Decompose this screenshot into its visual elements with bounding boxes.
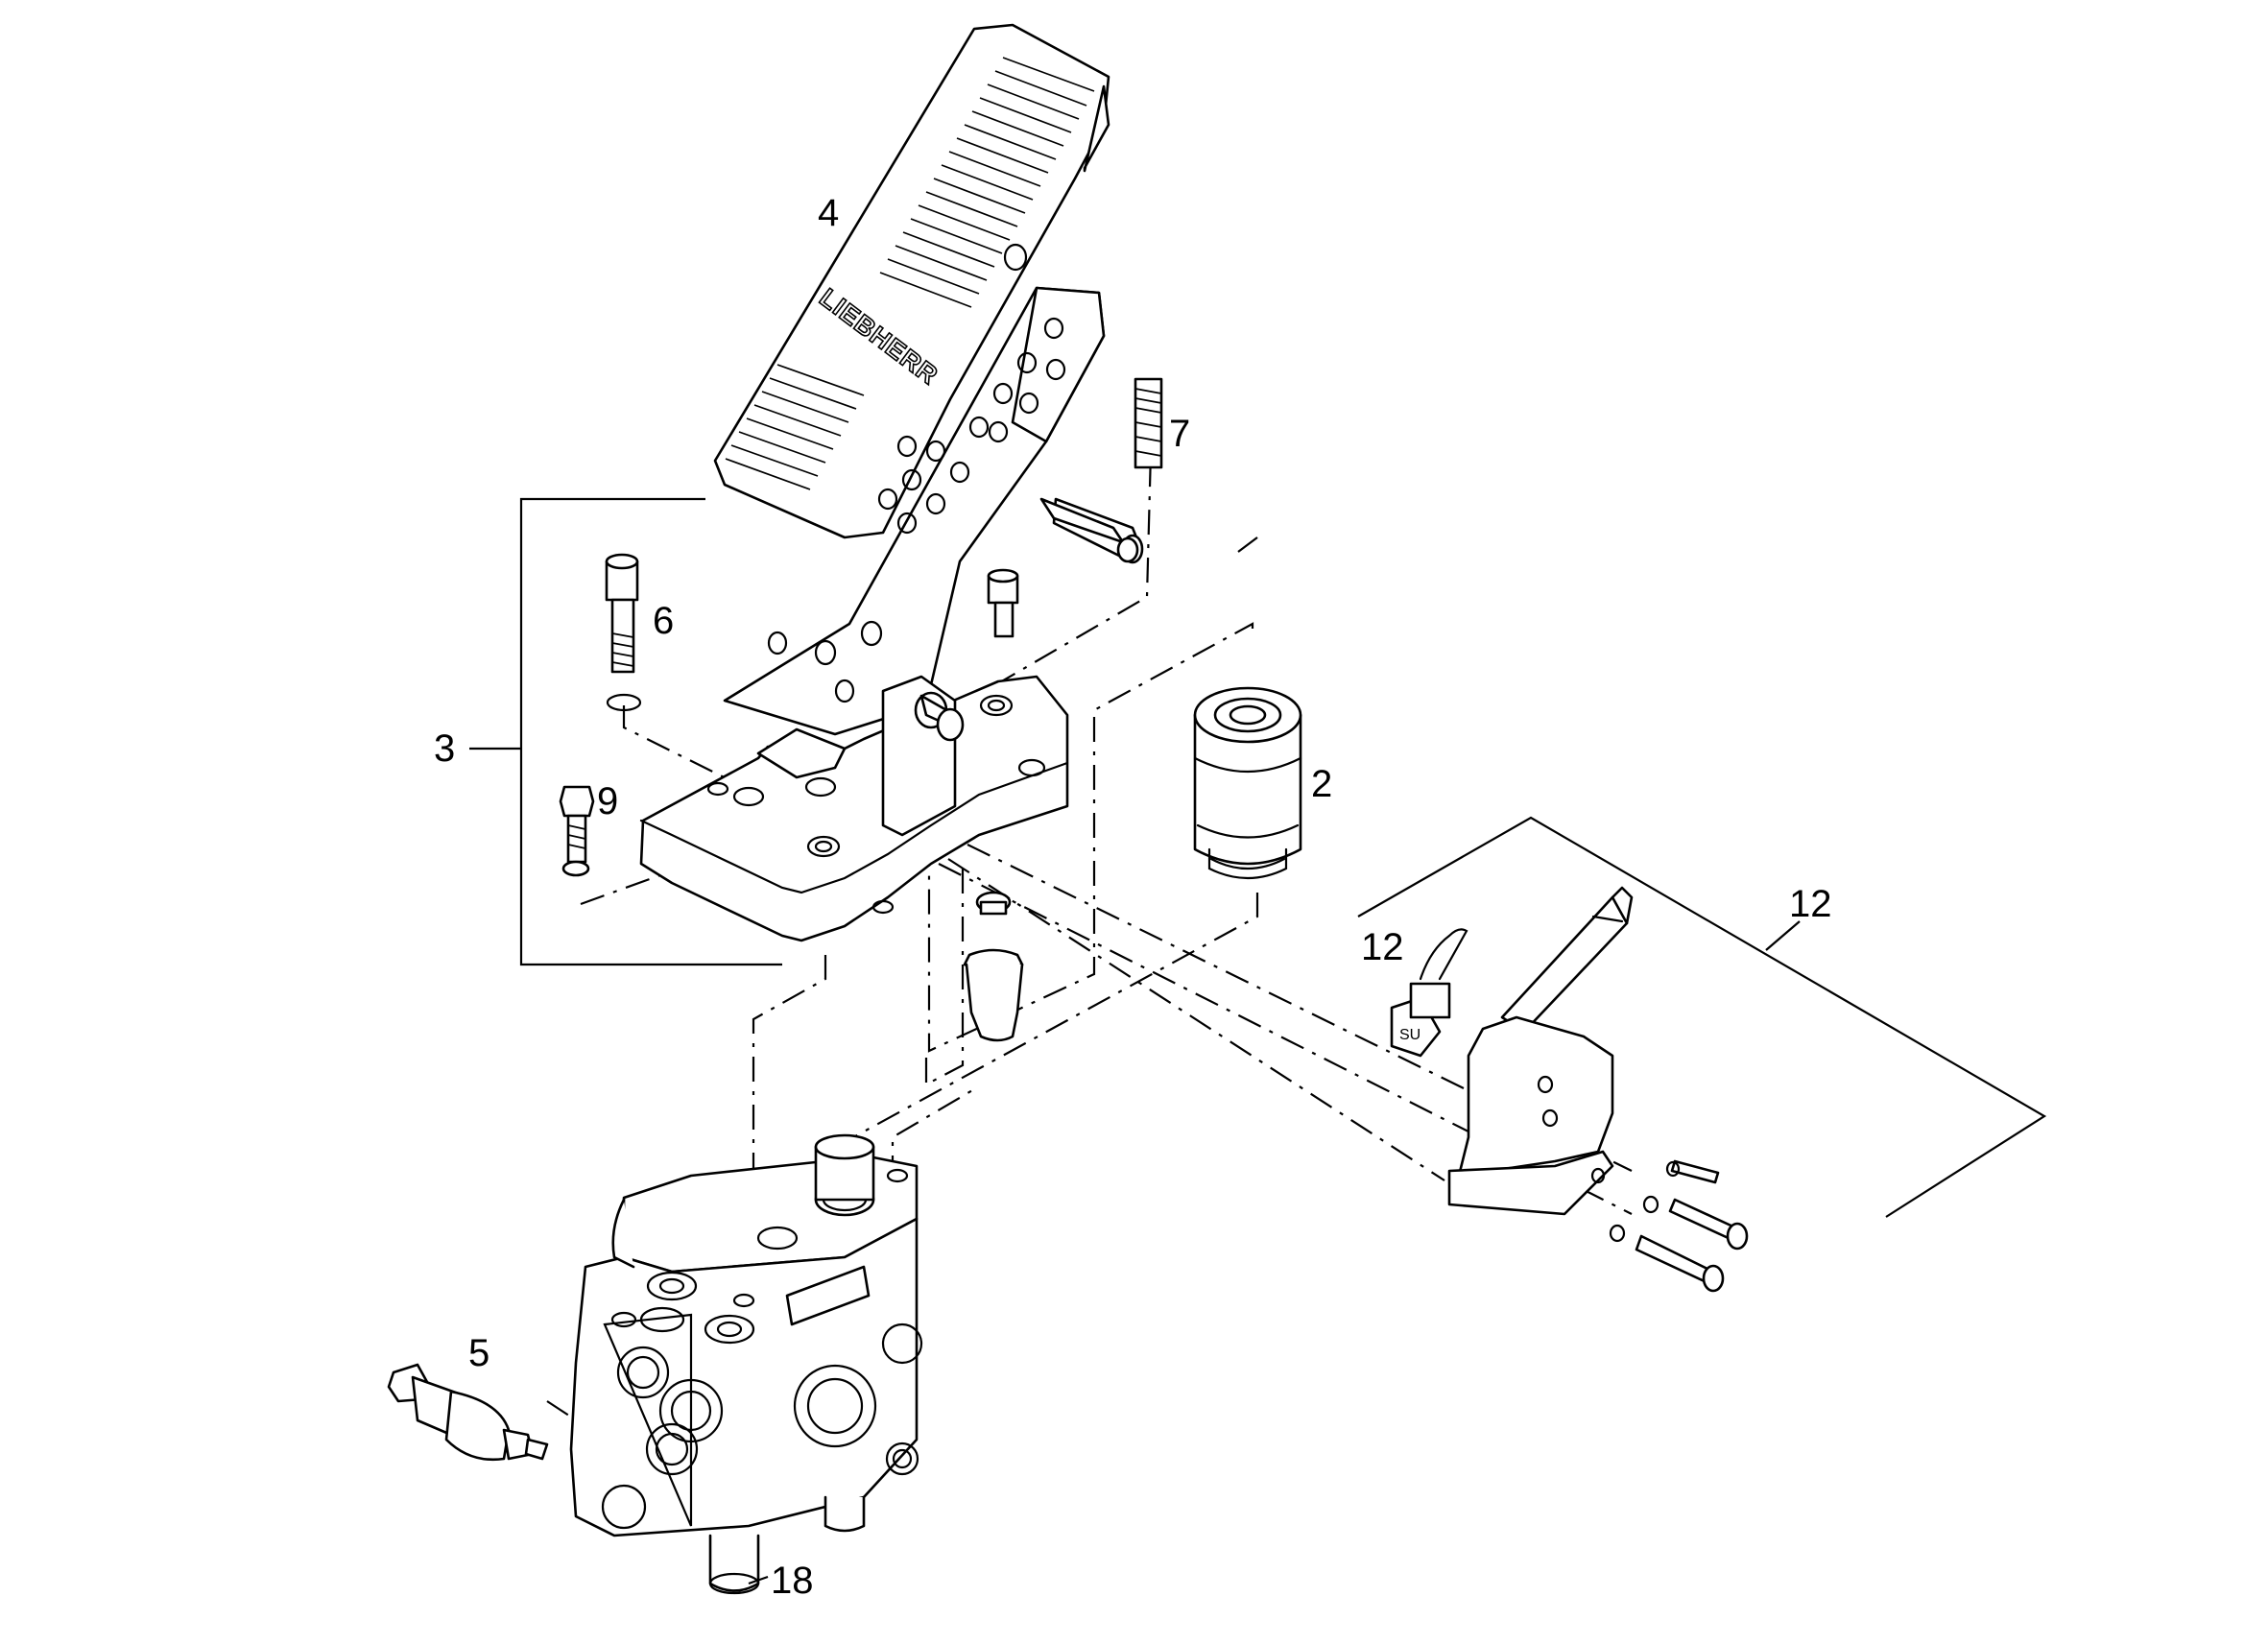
stud-part-7 bbox=[1039, 377, 1163, 563]
valve-block-part-18 bbox=[569, 1133, 923, 1595]
callout-3: 3 bbox=[434, 727, 455, 770]
pressure-switch-part-5 bbox=[387, 1363, 549, 1462]
screws-group-12 bbox=[1609, 1159, 1749, 1293]
pedal-part-4: LIEBHERR bbox=[713, 23, 1144, 736]
bushing-part-2 bbox=[1193, 686, 1302, 880]
callout-5: 5 bbox=[468, 1332, 489, 1374]
callout-4: 4 bbox=[818, 192, 839, 234]
group-12-bracket bbox=[1357, 816, 2047, 1218]
base-plate-part-3 bbox=[639, 675, 1069, 942]
callout-2: 2 bbox=[1311, 763, 1332, 805]
callout-12-group: 12 bbox=[1789, 883, 1832, 925]
callout-18: 18 bbox=[771, 1560, 814, 1602]
screw-part-6 bbox=[605, 553, 642, 712]
callout-12-sensor: 12 bbox=[1361, 926, 1404, 968]
svg-text:SU: SU bbox=[1399, 1027, 1420, 1043]
callout-7: 7 bbox=[1169, 413, 1190, 455]
fitting-small bbox=[963, 891, 1024, 1042]
group-3-bracket bbox=[469, 497, 782, 966]
callout-labels: 2 3 4 5 6 7 9 12 12 18 bbox=[434, 192, 1832, 1602]
screw-small-top bbox=[987, 568, 1019, 638]
callout-9: 9 bbox=[597, 780, 618, 822]
sensor-part-12: SU bbox=[1390, 886, 1634, 1216]
callout-6: 6 bbox=[653, 600, 674, 642]
bolt-part-9 bbox=[559, 785, 595, 877]
